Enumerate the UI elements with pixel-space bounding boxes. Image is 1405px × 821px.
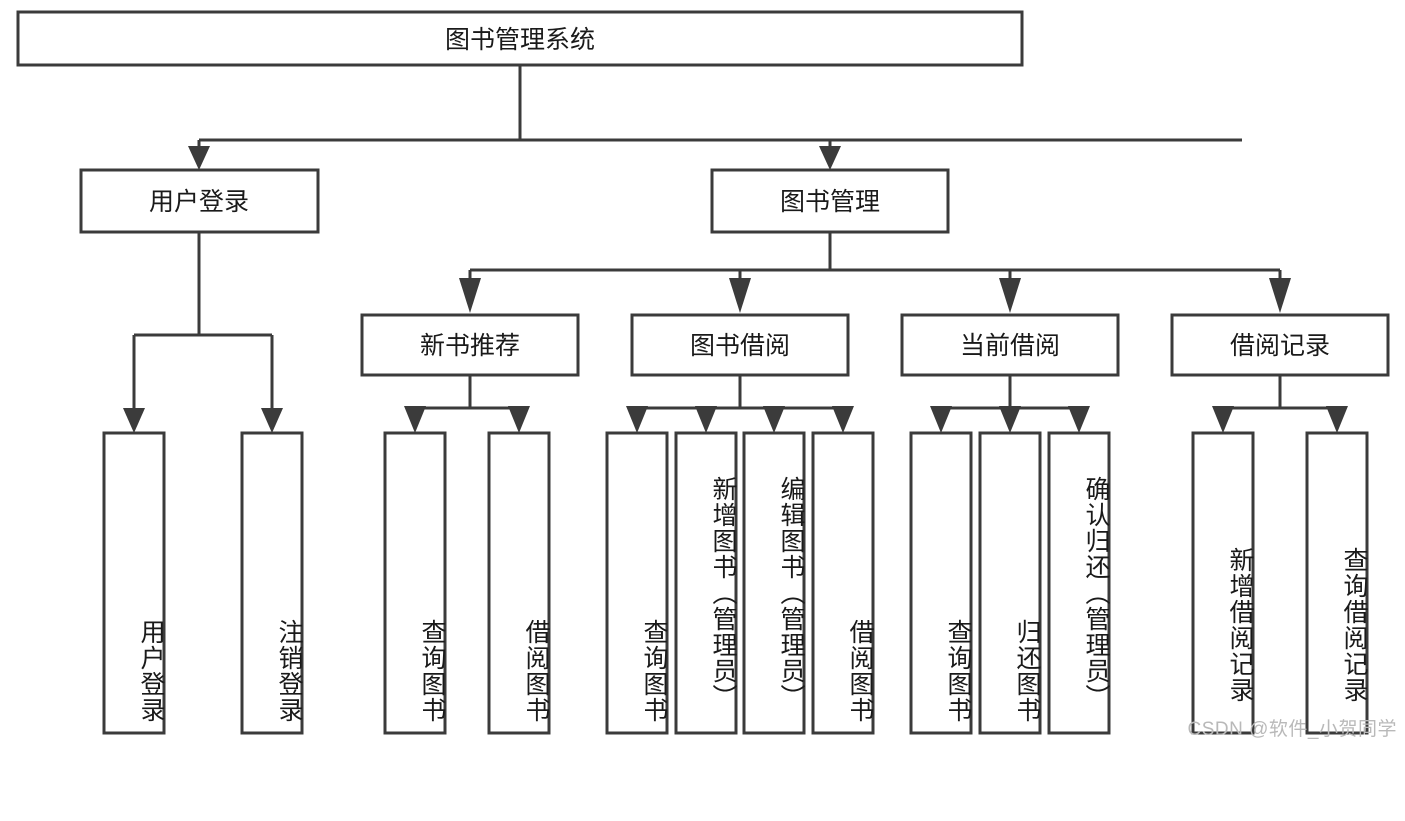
node-book-manage-label: 图书管理 <box>780 188 880 216</box>
node-book-borrow[interactable]: 图书借阅 <box>630 313 850 377</box>
node-root[interactable]: 图书管理系统 <box>16 10 1024 67</box>
connector-bookmanage-to-level3 <box>459 232 1291 313</box>
node-root-label: 图书管理系统 <box>445 26 595 54</box>
leaf-box-edit-book[interactable] <box>742 431 806 735</box>
node-current-borrow[interactable]: 当前借阅 <box>900 313 1120 377</box>
leaf-box-borrow-book-2[interactable] <box>811 431 875 735</box>
leaf-box-user-logout[interactable] <box>240 431 304 735</box>
leaf-box-add-record[interactable] <box>1191 431 1255 735</box>
leaf-box-add-book[interactable] <box>674 431 738 735</box>
connector-root-to-level2 <box>188 65 1242 170</box>
csdn-watermark: CSDN @软件_小贺同学 <box>1187 719 1397 740</box>
node-new-book-recommend[interactable]: 新书推荐 <box>360 313 580 377</box>
connector-borrowrecord-to-leaves <box>1212 375 1348 433</box>
leaf-box-borrow-book-1[interactable] <box>487 431 551 735</box>
connector-currentborrow-to-leaves <box>930 375 1090 433</box>
node-borrow-record[interactable]: 借阅记录 <box>1170 313 1390 377</box>
node-borrow-record-label: 借阅记录 <box>1230 332 1330 360</box>
diagram-canvas: 图书管理系统 用户登录 图书管理 新书推荐 图书借阅 当前借阅 借阅记录 <box>16 10 1397 740</box>
leaf-box-confirm-return[interactable] <box>1047 431 1111 735</box>
connector-newbook-to-leaves <box>404 375 530 433</box>
node-current-borrow-label: 当前借阅 <box>960 332 1060 360</box>
leaf-boxes-borrow-record <box>1191 431 1369 735</box>
leaf-box-query-book-2[interactable] <box>605 431 669 735</box>
leaf-box-query-record[interactable] <box>1305 431 1369 735</box>
node-new-book-recommend-label: 新书推荐 <box>420 332 520 360</box>
leaf-boxes-new-book-recommend <box>383 431 551 735</box>
hierarchy-diagram: 图书管理系统 用户登录 图书管理 新书推荐 图书借阅 当前借阅 借阅记录 <box>16 10 1390 735</box>
node-book-borrow-label: 图书借阅 <box>690 332 790 360</box>
node-user-login[interactable]: 用户登录 <box>79 168 320 234</box>
leaf-box-user-login[interactable] <box>102 431 166 735</box>
leaf-box-query-book-1[interactable] <box>383 431 447 735</box>
node-user-login-label: 用户登录 <box>149 188 249 216</box>
connector-bookborrow-to-leaves <box>626 375 854 433</box>
leaf-boxes-current-borrow <box>909 431 1111 735</box>
leaf-box-return-book[interactable] <box>978 431 1042 735</box>
connector-userlogin-to-leaves <box>123 232 283 433</box>
leaf-box-query-book-3[interactable] <box>909 431 973 735</box>
leaf-boxes-book-borrow <box>605 431 875 735</box>
node-book-manage[interactable]: 图书管理 <box>710 168 950 234</box>
leaf-boxes-user-login <box>102 431 304 735</box>
